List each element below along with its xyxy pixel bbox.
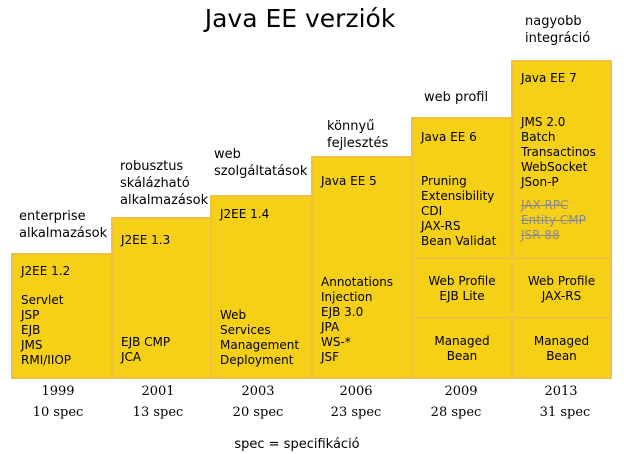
features-j2ee-1-4: Web Services Management Deployment [220,308,300,367]
spec-count-2009: 28 spec [430,405,482,420]
year-2006: 2006 [339,384,373,399]
year-2003: 2003 [241,384,275,399]
block-j2ee-1-4 [210,195,313,379]
spec-count-2013: 31 spec [539,405,591,420]
footnote: spec = specifikáció [234,437,360,452]
block-java-ee-7 [511,60,612,379]
block-j2ee-1-3 [111,217,212,379]
version-name-j2ee-1-2: J2EE 1.2 [21,264,71,278]
divider-java-ee-6-lower [411,317,513,319]
year-2001: 2001 [141,384,175,399]
version-name-java-ee-5: Java EE 5 [321,174,377,188]
spec-count-2006: 23 spec [330,405,382,420]
version-name-java-ee-7: Java EE 7 [521,71,577,85]
diagram-title: Java EE verziók [204,4,396,33]
spec-count-1999: 10 spec [32,405,84,420]
managed-bean-java-ee-6: Managed Bean [434,334,490,363]
divider-java-ee-7-lower [511,317,612,319]
features-j2ee-1-2: Servlet JSP EJB JMS RMI/IIOP [21,293,72,367]
caption-java-ee-6: web profil [424,90,489,105]
web-profile-java-ee-6: Web Profile EJB Lite [428,274,496,303]
caption-j2ee-1-4: web szolgáltatások [214,147,308,179]
features-java-ee-6: Pruning Extensibility CDI JAX-RS Bean Va… [421,174,497,248]
year-2013: 2013 [544,384,578,399]
version-name-j2ee-1-4: J2EE 1.4 [220,207,270,221]
divider-java-ee-7-upper [511,257,612,259]
year-1999: 1999 [41,384,75,399]
year-2009: 2009 [444,384,478,399]
web-profile-java-ee-7: Web Profile JAX-RS [527,274,596,303]
pruned-java-ee-7: JAX-RPC Entity CMP JSR-88 [521,198,586,242]
caption-j2ee-1-3: robusztus skálázható alkalmazások [120,159,209,208]
caption-java-ee-7: nagyobb integráció [525,14,591,46]
block-java-ee-6 [411,117,513,379]
managed-bean-java-ee-7: Managed Bean [533,334,590,363]
version-name-java-ee-6: Java EE 6 [421,130,477,144]
features-java-ee-5: Annotations Injection EJB 3.0 JPA WS-* J… [321,275,394,364]
block-j2ee-1-2 [11,253,113,379]
caption-java-ee-5: könnyű fejlesztés [327,119,389,151]
version-name-j2ee-1-3: J2EE 1.3 [121,233,171,247]
spec-count-2001: 13 spec [132,405,184,420]
caption-j2ee-1-2: enterprise alkalmazások [19,209,108,241]
divider-java-ee-6-upper [411,257,513,259]
features-java-ee-7: JMS 2.0 Batch Transactinos WebSocket JSo… [521,115,596,189]
features-j2ee-1-3: EJB CMP JCA [121,335,171,364]
spec-count-2003: 20 spec [232,405,284,420]
